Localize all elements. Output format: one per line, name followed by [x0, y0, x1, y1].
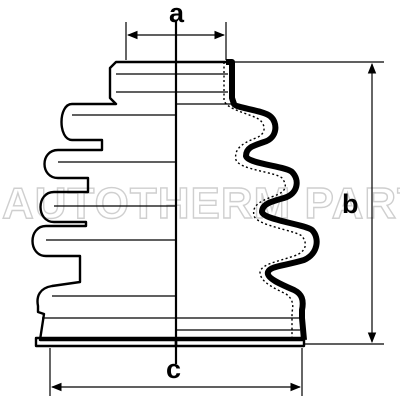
dimension-c: c	[49, 348, 303, 396]
dimension-a-label: a	[169, 0, 185, 28]
watermark-text: AUTOTHERM PARTS	[2, 179, 400, 228]
dimension-c-label: c	[166, 354, 181, 384]
dimension-b-label: b	[342, 189, 359, 219]
boot-cross-section	[174, 59, 320, 348]
boot-exterior-outline	[31, 60, 178, 348]
dimension-a: a	[125, 0, 227, 60]
dimension-b: b	[232, 61, 384, 345]
